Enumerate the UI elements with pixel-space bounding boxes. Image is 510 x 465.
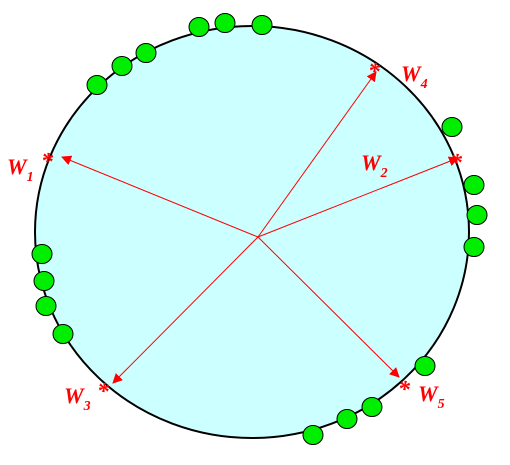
data-point	[35, 296, 57, 316]
data-point	[361, 397, 383, 417]
vector-w3-name: W	[64, 383, 85, 408]
vector-w5: * W5	[257, 236, 445, 412]
vector-w5-marker: *	[398, 377, 411, 403]
data-point	[463, 175, 485, 195]
vector-w2: * W2	[257, 150, 463, 238]
data-point	[214, 13, 236, 33]
data-point	[463, 237, 485, 257]
vector-w2-marker: *	[450, 150, 463, 176]
vector-w3-marker: *	[97, 379, 110, 405]
data-point	[111, 56, 133, 76]
vector-w3-sub: 3	[83, 399, 91, 414]
vector-w2-arrow	[257, 156, 459, 238]
data-point	[31, 244, 53, 264]
vector-w4-name: W	[401, 61, 422, 86]
vector-w5-sub: 5	[438, 397, 445, 412]
data-point	[251, 15, 273, 35]
vector-w1-name: W	[7, 154, 28, 179]
vector-w3: * W3	[64, 236, 259, 414]
vector-w2-name: W	[361, 150, 382, 175]
data-point	[135, 43, 157, 63]
vector-w1-marker: *	[41, 149, 54, 175]
data-point	[188, 17, 210, 37]
vector-w5-label: W5	[418, 381, 445, 412]
vector-w3-arrow	[112, 236, 259, 384]
data-point	[466, 205, 488, 225]
vector-w4-sub: 4	[420, 77, 428, 92]
data-point	[302, 425, 324, 445]
vector-w4: * W4	[257, 59, 428, 238]
vector-w2-sub: 2	[380, 166, 388, 181]
data-point	[441, 117, 463, 137]
data-point	[52, 324, 74, 344]
vector-w4-arrow	[257, 71, 377, 238]
vector-w5-arrow	[257, 236, 400, 378]
vector-w1: * W1	[7, 149, 259, 238]
vector-w2-label: W2	[361, 150, 388, 181]
vector-w4-marker: *	[368, 59, 381, 85]
vector-w1-sub: 1	[27, 170, 34, 185]
vector-w5-name: W	[418, 381, 439, 406]
data-points	[31, 13, 488, 445]
vector-w1-label: W1	[7, 154, 34, 185]
data-point	[86, 75, 108, 95]
vector-w3-label: W3	[64, 383, 91, 414]
data-point	[336, 409, 358, 429]
data-point	[33, 271, 55, 291]
vector-w4-label: W4	[401, 61, 428, 92]
data-point	[414, 356, 436, 376]
vector-w1-arrow	[61, 155, 259, 238]
